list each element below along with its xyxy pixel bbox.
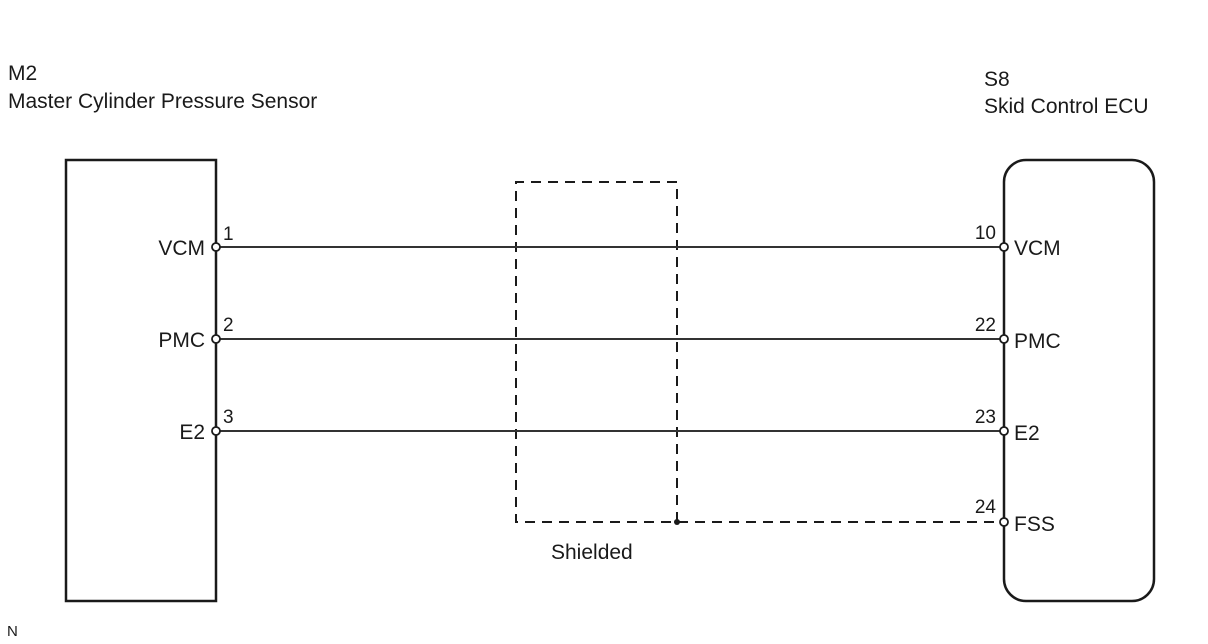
left-pin-pmc: 2 [223, 315, 234, 336]
left-signal-vcm: VCM [158, 237, 205, 260]
right-terminal-vcm [999, 242, 1009, 252]
left-signal-pmc: PMC [158, 329, 205, 352]
left-component-name: Master Cylinder Pressure Sensor [8, 90, 317, 113]
shield-outline [515, 181, 1004, 523]
corner-mark: N [7, 623, 18, 640]
left-signal-e2: E2 [179, 421, 205, 444]
left-terminal-e2 [211, 426, 221, 436]
right-terminal-fss [999, 517, 1009, 527]
left-pin-e2: 3 [223, 407, 234, 428]
right-signal-e2: E2 [1014, 422, 1040, 445]
left-component-box [64, 158, 218, 603]
right-signal-fss: FSS [1014, 513, 1055, 536]
right-pin-vcm: 10 [975, 223, 996, 244]
left-pin-vcm: 1 [223, 224, 234, 245]
right-terminal-e2 [999, 426, 1009, 436]
left-terminal-pmc [211, 334, 221, 344]
right-component-box [1002, 158, 1156, 603]
shield-label: Shielded [551, 541, 633, 564]
right-pin-e2: 23 [975, 407, 996, 428]
right-pin-pmc: 22 [975, 315, 996, 336]
right-terminal-pmc [999, 334, 1009, 344]
shield-junction-dot [674, 519, 680, 525]
left-component-code: M2 [8, 62, 37, 85]
right-component-code: S8 [984, 68, 1010, 91]
right-pin-fss: 24 [975, 497, 997, 518]
right-component-name: Skid Control ECU [984, 95, 1149, 118]
left-terminal-vcm [211, 242, 221, 252]
right-signal-pmc: PMC [1014, 330, 1061, 353]
right-signal-vcm: VCM [1014, 237, 1061, 260]
